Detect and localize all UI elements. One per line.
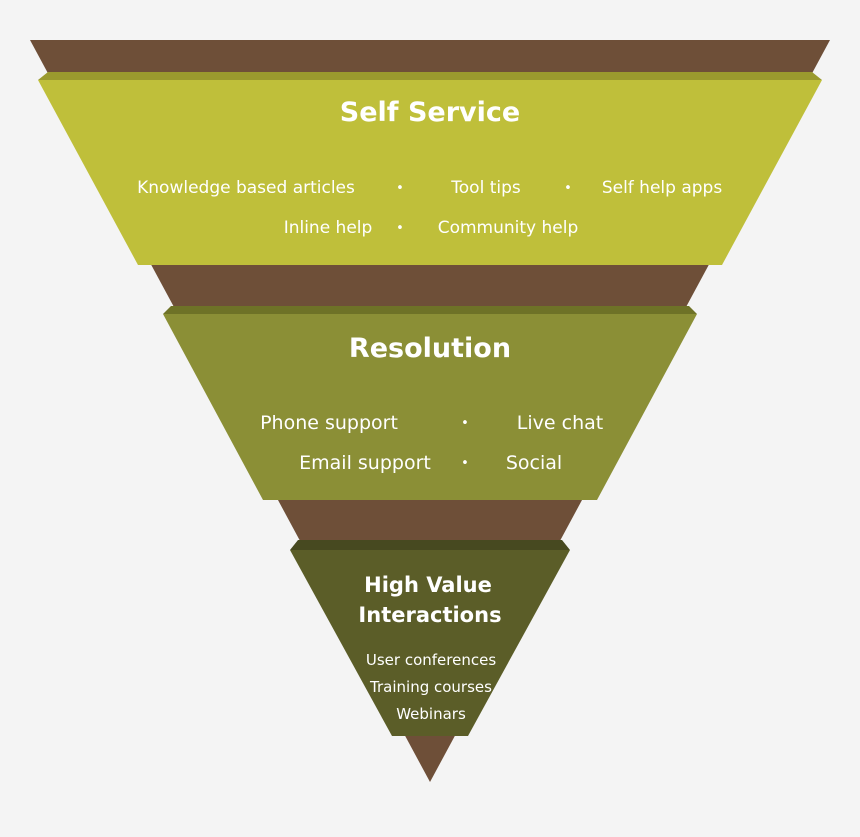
high-value-item-user-conferences: User conferences: [365, 651, 497, 669]
resolution-separator: •: [461, 456, 469, 471]
resolution-item-phone-support: Phone support: [260, 412, 398, 434]
self-service-item-self-help-apps: Self help apps: [601, 178, 723, 198]
self-service-separator: •: [564, 181, 572, 196]
high-value-band: [290, 550, 570, 736]
resolution-item-social: Social: [505, 452, 563, 474]
self-service-separator: •: [396, 181, 404, 196]
self-service-band: [38, 80, 822, 265]
self-service-item-community-help: Community help: [437, 218, 579, 238]
resolution-band: [163, 314, 697, 500]
self-service-title: Self Service: [339, 97, 521, 128]
high-value-item-webinars: Webinars: [396, 705, 466, 723]
high-value-item-training-courses: Training courses: [370, 678, 492, 696]
high-value-title-line2: Interactions: [358, 603, 502, 627]
self-service-band-top-shade: [38, 72, 822, 80]
self-service-item-knowledge-articles: Knowledge based articles: [137, 178, 355, 198]
resolution-item-email-support: Email support: [299, 452, 431, 474]
self-service-item-inline-help: Inline help: [283, 218, 373, 238]
self-service-separator: •: [396, 221, 404, 236]
high-value-band-top-shade: [290, 540, 570, 550]
resolution-item-live-chat: Live chat: [516, 412, 604, 434]
resolution-title: Resolution: [348, 333, 512, 364]
self-service-item-tool-tips: Tool tips: [451, 178, 521, 198]
resolution-separator: •: [461, 416, 469, 431]
high-value-title-line1: High Value: [364, 573, 492, 597]
resolution-band-top-shade: [163, 306, 697, 314]
